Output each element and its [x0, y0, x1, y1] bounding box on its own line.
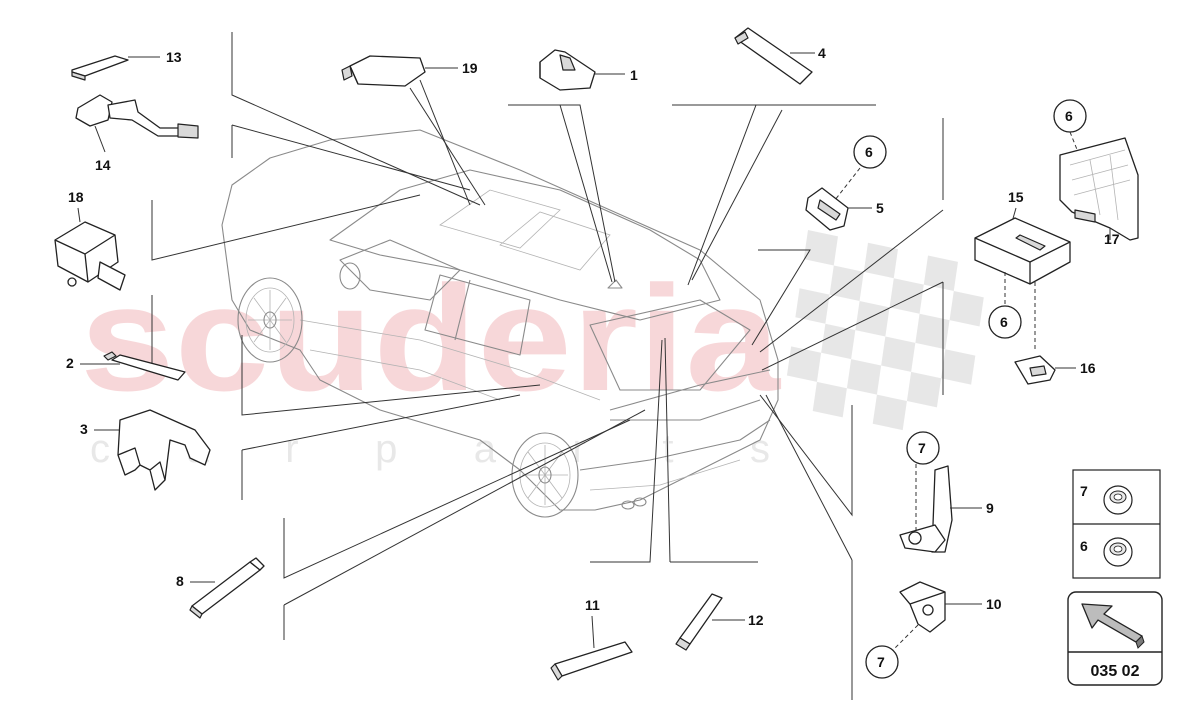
circled-label-7-a: 7 [918, 440, 926, 456]
diagram-code-box: 035 02 [1067, 591, 1163, 686]
leader-lines [151, 32, 944, 700]
legend-number-7: 7 [1080, 483, 1088, 499]
part-17-bracket[interactable]: 6 17 [1053, 99, 1139, 247]
callout-12: 12 [748, 612, 764, 628]
rear-wheel [511, 432, 579, 518]
part-4-antenna-module[interactable]: 4 [734, 27, 826, 85]
legend-number-6: 6 [1080, 538, 1088, 554]
nut-legend-table: 7 6 [1072, 469, 1161, 579]
part-5-sensor[interactable]: 6 5 [805, 135, 887, 231]
callout-16: 16 [1080, 360, 1096, 376]
circled-ref-6-a [853, 135, 887, 169]
callout-11: 11 [585, 597, 600, 613]
part-10-bracket[interactable]: 10 7 [865, 581, 1002, 679]
callout-19: 19 [462, 60, 478, 76]
part-19-module[interactable]: 19 [341, 55, 478, 87]
callout-8: 8 [176, 573, 184, 589]
callout-15: 15 [1008, 189, 1024, 205]
watermark-text: scuderia [80, 254, 782, 422]
part-13-sensor-strip[interactable]: 13 [71, 49, 182, 81]
part-1-roof-antenna[interactable]: 1 [539, 49, 638, 91]
part-8-antenna-module[interactable]: 8 [176, 557, 265, 619]
checkered-flag-watermark [786, 230, 984, 431]
circled-label-7-b: 7 [877, 654, 885, 670]
part-12-antenna-module[interactable]: 12 [675, 593, 764, 651]
callout-17: 17 [1104, 231, 1120, 247]
part-16-clip[interactable]: 16 [1014, 355, 1096, 385]
front-wheel [237, 277, 303, 363]
diagram-code: 035 02 [1091, 663, 1140, 680]
callout-14: 14 [95, 157, 111, 173]
part-14-ribbon-cable[interactable]: 14 [75, 94, 199, 173]
callout-13: 13 [166, 49, 182, 65]
legend-row-7: 7 [1080, 483, 1133, 515]
part-18-control-box[interactable]: 18 [54, 189, 126, 291]
callout-5: 5 [876, 200, 884, 216]
arrow-icon [1081, 603, 1145, 649]
part-2-antenna-film[interactable]: 2 [66, 351, 186, 381]
callout-3: 3 [80, 421, 88, 437]
callout-4: 4 [818, 45, 826, 61]
nut-icon [1103, 485, 1133, 515]
circled-label-6-b: 6 [1065, 108, 1073, 124]
circled-ref-7-b [865, 645, 899, 679]
circled-ref-6-c [988, 305, 1022, 339]
part-3-bracket[interactable]: 3 [80, 409, 211, 491]
callout-18: 18 [68, 189, 84, 205]
callout-9: 9 [986, 500, 994, 516]
legend-row-6: 6 [1080, 537, 1133, 567]
circled-ref-7-a [906, 431, 940, 465]
part-11-antenna-module[interactable]: 11 [550, 597, 633, 681]
circled-label-6-a: 6 [865, 144, 873, 160]
circled-label-6-c: 6 [1000, 314, 1008, 330]
callout-2: 2 [66, 355, 74, 371]
nut-icon [1103, 537, 1133, 567]
callout-1: 1 [630, 67, 638, 83]
callout-10: 10 [986, 596, 1002, 612]
part-9-bracket[interactable]: 7 9 [899, 431, 994, 553]
part-15-control-unit[interactable]: 15 6 [974, 189, 1071, 352]
